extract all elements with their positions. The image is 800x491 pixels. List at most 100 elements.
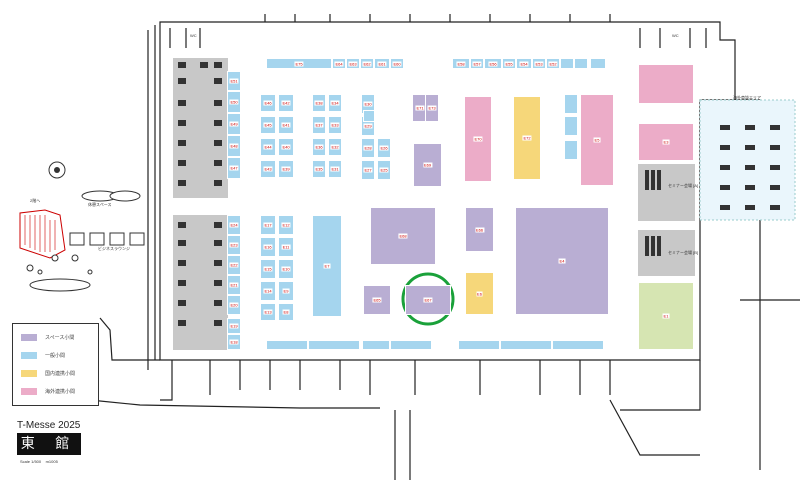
booth-label: E35 — [314, 166, 324, 172]
booth-e18[interactable]: E18 — [227, 334, 241, 350]
booth-e38[interactable]: E38 — [312, 94, 326, 112]
booth-label: E54 — [519, 61, 529, 66]
booth-e48[interactable]: E48 — [227, 135, 241, 157]
booth-e30[interactable]: E30 — [361, 94, 375, 114]
booth-e66[interactable]: E66 — [465, 207, 494, 252]
booth-e7[interactable]: E7 — [312, 215, 342, 317]
booth-e70[interactable]: E70 — [464, 96, 492, 182]
booth-e25[interactable]: E25 — [377, 160, 391, 180]
legend-item: スペース小間 — [21, 332, 74, 342]
booth-e58[interactable]: E58 — [452, 58, 470, 69]
booth-e6[interactable]: E6 — [465, 272, 494, 315]
booth-e68[interactable]: E68 — [370, 207, 436, 265]
booth-e4[interactable]: E4 — [515, 207, 609, 315]
staircase — [19, 161, 66, 259]
booth-e65[interactable]: E65 — [363, 285, 391, 315]
booth-e63[interactable]: E63 — [346, 58, 360, 69]
booth-e44[interactable]: E44 — [260, 138, 276, 156]
legend-label: 一般小間 — [45, 352, 66, 359]
booth-e62[interactable]: E62 — [360, 58, 374, 69]
booth-e32[interactable]: E32 — [328, 138, 342, 156]
booth-e20[interactable]: E20 — [227, 295, 241, 315]
booth-e22[interactable]: E22 — [227, 255, 241, 275]
booth-e36[interactable]: E36 — [312, 138, 326, 156]
booth-unlabeled — [564, 94, 578, 114]
booth-e54[interactable]: E54 — [516, 58, 532, 69]
booth-e64[interactable]: E64 — [332, 58, 346, 69]
hall-walls — [89, 14, 800, 480]
booth-e43[interactable]: E43 — [260, 160, 276, 178]
booth-e47[interactable]: E47 — [227, 157, 241, 179]
booth-e21[interactable]: E21 — [227, 275, 241, 295]
legend-swatch — [21, 369, 37, 377]
booth-unlabeled — [266, 340, 308, 350]
booth-e16[interactable]: E16 — [260, 237, 276, 257]
booth-e10[interactable]: E10 — [278, 259, 294, 279]
booth-e41[interactable]: E41 — [278, 116, 294, 134]
booth-e51[interactable]: E51 — [227, 71, 241, 91]
booth-e50[interactable]: E50 — [227, 91, 241, 113]
booth-e11[interactable]: E11 — [278, 237, 294, 257]
booth-e52[interactable]: E52 — [546, 58, 560, 69]
booth-e40[interactable]: E40 — [278, 138, 294, 156]
booth-e28[interactable]: E28 — [361, 138, 375, 158]
booth-e35[interactable]: E35 — [312, 160, 326, 178]
booth-e45[interactable]: E45 — [260, 116, 276, 134]
booth-e12[interactable]: E12 — [278, 215, 294, 235]
booth-label: E13 — [263, 309, 273, 315]
booth-label: E4 — [558, 258, 566, 264]
booth-e69[interactable]: E69 — [413, 143, 442, 187]
booth-label: E46 — [263, 100, 273, 106]
booth-e3[interactable]: E3 — [638, 123, 694, 161]
booth-e15[interactable]: E15 — [260, 259, 276, 279]
booth-e34[interactable]: E34 — [328, 94, 342, 112]
booth-e57[interactable]: E57 — [470, 58, 484, 69]
booth-label: E32 — [330, 144, 340, 150]
booth-label: E68 — [398, 233, 408, 239]
wc-right-label: WC — [672, 33, 679, 38]
booth-label: E3 — [662, 139, 670, 145]
booth-e24[interactable]: E24 — [227, 215, 241, 235]
booth-e46[interactable]: E46 — [260, 94, 276, 112]
booth-label: E47 — [229, 165, 239, 171]
booth-e14[interactable]: E14 — [260, 281, 276, 301]
booth-e23[interactable]: E23 — [227, 235, 241, 255]
booth-unlabeled — [500, 340, 552, 350]
booth-label: E29 — [363, 123, 373, 129]
booth-label: E27 — [363, 167, 373, 173]
booth-e67[interactable]: E67 — [405, 285, 451, 315]
legend-item: 国内連携小間 — [21, 368, 75, 378]
booth-e60[interactable]: E60 — [390, 58, 404, 69]
booth-e53[interactable]: E53 — [532, 58, 546, 69]
booth-e31[interactable]: E31 — [328, 160, 342, 178]
booth-label: E53 — [534, 61, 544, 66]
booth-e33[interactable]: E33 — [328, 116, 342, 134]
booth-e56[interactable]: E56 — [484, 58, 502, 69]
booth-e19[interactable]: E19 — [227, 318, 241, 334]
overseas-area-label: 海外商談エリア — [733, 95, 761, 100]
booth-e39[interactable]: E39 — [278, 160, 294, 178]
booth-unlabeled — [564, 116, 578, 136]
booth-e55[interactable]: E55 — [502, 58, 516, 69]
booth-e73[interactable]: E73 — [425, 94, 439, 122]
booth-e37[interactable]: E37 — [312, 116, 326, 134]
booth-label: E65 — [372, 297, 382, 303]
booth-e8[interactable]: E8 — [278, 303, 294, 321]
booth-e26[interactable]: E26 — [377, 138, 391, 158]
booth-e1[interactable]: E1 — [638, 282, 694, 350]
booth-label: E1 — [662, 313, 670, 319]
booth-e61[interactable]: E61 — [374, 58, 390, 69]
booth-e27[interactable]: E27 — [361, 160, 375, 180]
booth-e9[interactable]: E9 — [278, 281, 294, 301]
booth-e71[interactable]: E71 — [412, 94, 428, 122]
booth-label: E25 — [379, 167, 389, 173]
booth-e13[interactable]: E13 — [260, 303, 276, 321]
booth-label: E42 — [281, 100, 291, 106]
booth-e72[interactable]: E72 — [513, 96, 541, 180]
booth-e49[interactable]: E49 — [227, 113, 241, 135]
booth-label: E5 — [593, 137, 601, 143]
booth-e17[interactable]: E17 — [260, 215, 276, 235]
booth-e75[interactable]: E75 — [266, 58, 332, 69]
booth-e5[interactable]: E5 — [580, 94, 614, 186]
booth-e42[interactable]: E42 — [278, 94, 294, 112]
